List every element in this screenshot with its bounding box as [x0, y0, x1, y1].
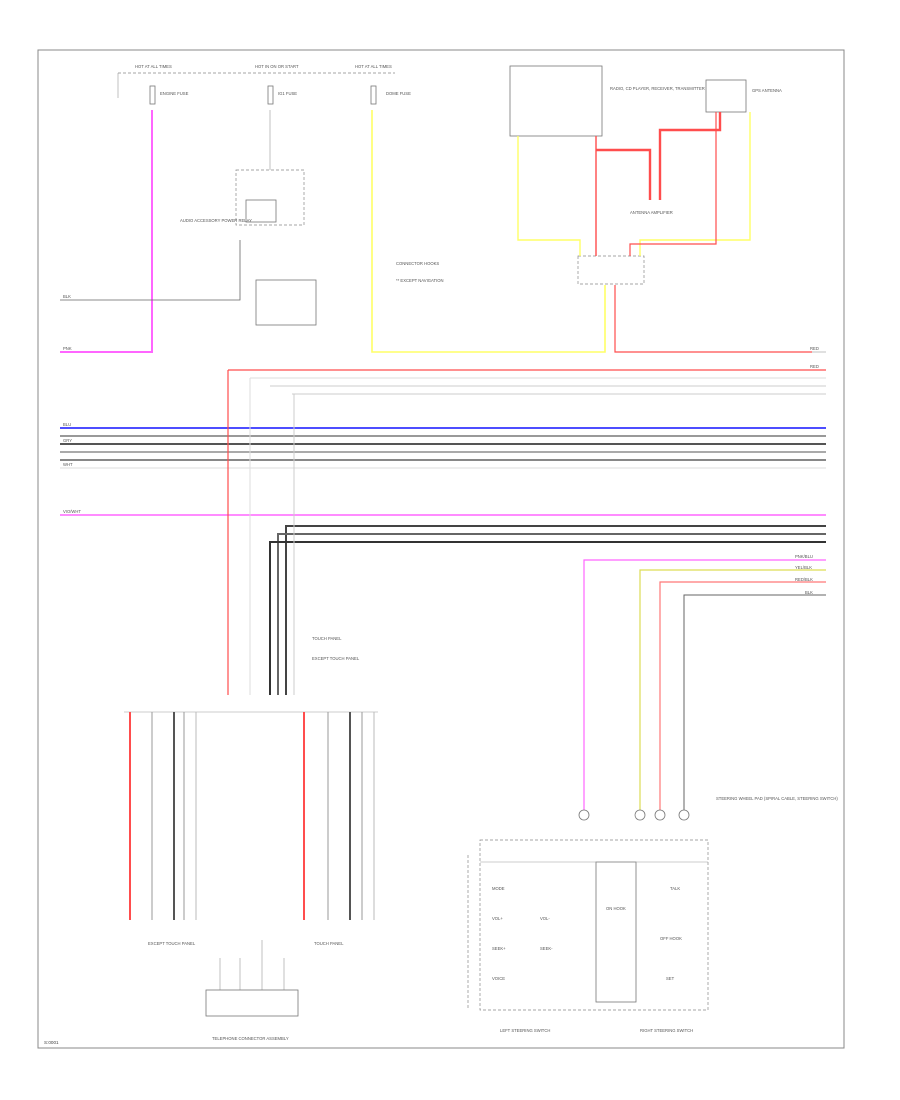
left-touch-panel-label: EXCEPT TOUCH PANEL [148, 941, 196, 946]
gps-antenna: GPS ANTENNA [705, 79, 782, 113]
audio-power-relay: AUDIO ACCESSORY POWER RELAY [180, 169, 317, 326]
wire-yellow-switch [639, 569, 826, 810]
wire-red-out [614, 285, 812, 353]
fuse-ig1: HOT IN ON OR START IG1 FUSE [255, 64, 299, 105]
sw-label-mode: MODE [492, 886, 505, 891]
wire-black-bus-3 [269, 541, 826, 695]
wire-red-link2 [658, 112, 722, 200]
wire-gray-bus-3 [277, 533, 826, 695]
sw-label-talk: TALK [670, 886, 680, 891]
left-switch-label: LEFT STEERING SWITCH [500, 1028, 550, 1033]
wire-black-bus-2 [285, 525, 826, 695]
connector-left-group: EXCEPT TOUCH PANEL [129, 712, 197, 946]
corner-label: S:0001 [44, 1040, 59, 1045]
wire-label-red-blk: RED/BLK [795, 577, 813, 582]
wire-black-switch [683, 594, 826, 810]
sw-label-seek-up: SEEK+ [492, 946, 506, 951]
fuse-dome: HOT AT ALL TIMES DOME FUSE [355, 64, 411, 105]
wire-yellow-top [517, 136, 581, 256]
steering-switch-block: LEFT STEERING SWITCH RIGHT STEERING SWIT… [479, 839, 709, 1033]
wire-red-switch [659, 581, 826, 810]
note-hooks: CONNECTOR HOOKS [396, 261, 439, 266]
wire-red-gps [629, 112, 717, 256]
relay-label: AUDIO ACCESSORY POWER RELAY [180, 218, 252, 223]
touch-panel-label-a: TOUCH PANEL [312, 636, 342, 641]
fuse-ig1-header: HOT IN ON OR START [255, 64, 299, 69]
wire-label-right-red2: RED [810, 364, 819, 369]
diagram-frame [37, 49, 845, 1049]
wire-black-relay [60, 240, 241, 301]
connector-right-group: TOUCH PANEL [303, 712, 375, 946]
wire-label-gry: GRY [63, 438, 72, 443]
sw-label-off-hook: OFF HOOK [660, 936, 682, 941]
sw-label-vol-up: VOL+ [492, 916, 503, 921]
wire-label-wht: WHT [63, 462, 73, 467]
connector-terminal-4 [678, 809, 690, 821]
connector-terminal-2 [634, 809, 646, 821]
wire-yellow-gps [639, 112, 751, 256]
fuse-engine-header: HOT AT ALL TIMES [135, 64, 172, 69]
sw-label-voice: VOICE [492, 976, 505, 981]
touch-panel-label-b: EXCEPT TOUCH PANEL [312, 656, 360, 661]
antenna-amplifier: ANTENNA AMPLIFIER [630, 210, 673, 215]
steering-pad-label: STEERING WHEEL PAD (SPIRAL CABLE, STEERI… [716, 796, 838, 801]
fuse-engine: HOT AT ALL TIMES ENGINE FUSE [135, 64, 189, 105]
connector-terminal-3 [654, 809, 666, 821]
wire-label-pnk: PNK [63, 346, 72, 351]
sw-label-vol-down: VOL- [540, 916, 550, 921]
fuse-ig1-label: IG1 FUSE [278, 91, 297, 96]
connector-terminal-1 [578, 809, 590, 821]
right-touch-panel-label: TOUCH PANEL [314, 941, 344, 946]
wire-label-pnk-blu: PNK/BLU [795, 554, 813, 559]
right-switch-label: RIGHT STEERING SWITCH [640, 1028, 693, 1033]
fuse-dome-header: HOT AT ALL TIMES [355, 64, 392, 69]
antenna-amp-label: ANTENNA AMPLIFIER [630, 210, 673, 215]
sw-label-seek-down: SEEK- [540, 946, 553, 951]
wire-label-blk-r: BLK [805, 590, 813, 595]
fuse-dome-label: DOME FUSE [386, 91, 411, 96]
radio-module: RADIO, CD PLAYER, RECEIVER, TRANSMITTER [509, 65, 705, 137]
telephone-connector: TELEPHONE CONNECTOR ASSEMBLY [205, 940, 299, 1041]
gps-label: GPS ANTENNA [752, 88, 782, 93]
radio-module-label: RADIO, CD PLAYER, RECEIVER, TRANSMITTER [610, 86, 705, 91]
telephone-connector-label: TELEPHONE CONNECTOR ASSEMBLY [212, 1036, 289, 1041]
sw-label-set: SET [666, 976, 675, 981]
wire-yellow-dome [371, 110, 606, 353]
wire-label-yel-blk: YEL/BLK [795, 565, 812, 570]
wire-label-blk: BLK [63, 294, 71, 299]
wire-pink-switch [583, 559, 826, 810]
wire-label-right-red: RED [810, 346, 819, 351]
wire-label-blu: BLU [63, 422, 71, 427]
fuse-engine-label: ENGINE FUSE [160, 91, 189, 96]
note-legend-2: ** EXCEPT NAVIGATION [396, 278, 443, 283]
wire-label-vio: VIO/WHT [63, 509, 81, 514]
wire-red-link [596, 148, 652, 200]
sw-label-on-hook: ON HOOK [606, 906, 626, 911]
wire-pink-a [60, 110, 153, 353]
